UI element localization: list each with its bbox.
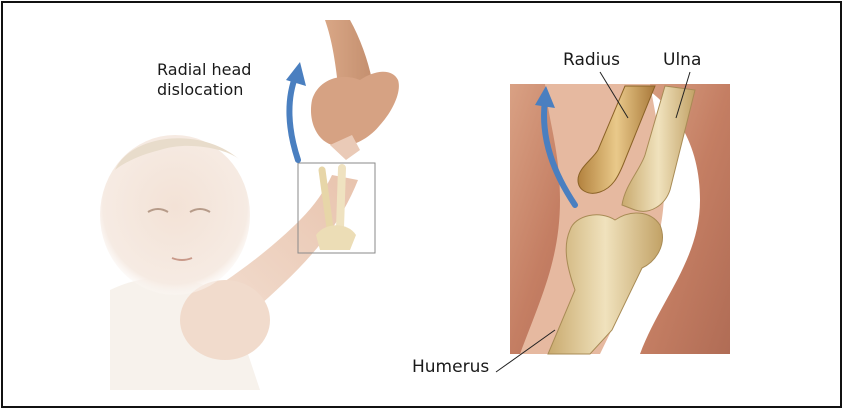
rotation-arrow-left bbox=[286, 62, 306, 160]
curved-arrow-icon bbox=[286, 62, 306, 86]
radial-label-line2: dislocation bbox=[157, 80, 251, 100]
radial-head-dislocation-label: Radial head dislocation bbox=[157, 60, 251, 100]
mini-ulna bbox=[340, 168, 342, 228]
magnified-elbow bbox=[510, 84, 730, 354]
adult-forearm bbox=[325, 20, 372, 85]
radius-label: Radius bbox=[563, 50, 620, 70]
adult-fist bbox=[311, 72, 399, 147]
adult-hand bbox=[311, 20, 399, 160]
humerus-label: Humerus bbox=[412, 357, 489, 377]
radial-label-line1: Radial head bbox=[157, 60, 251, 80]
ulna-label: Ulna bbox=[663, 50, 701, 70]
